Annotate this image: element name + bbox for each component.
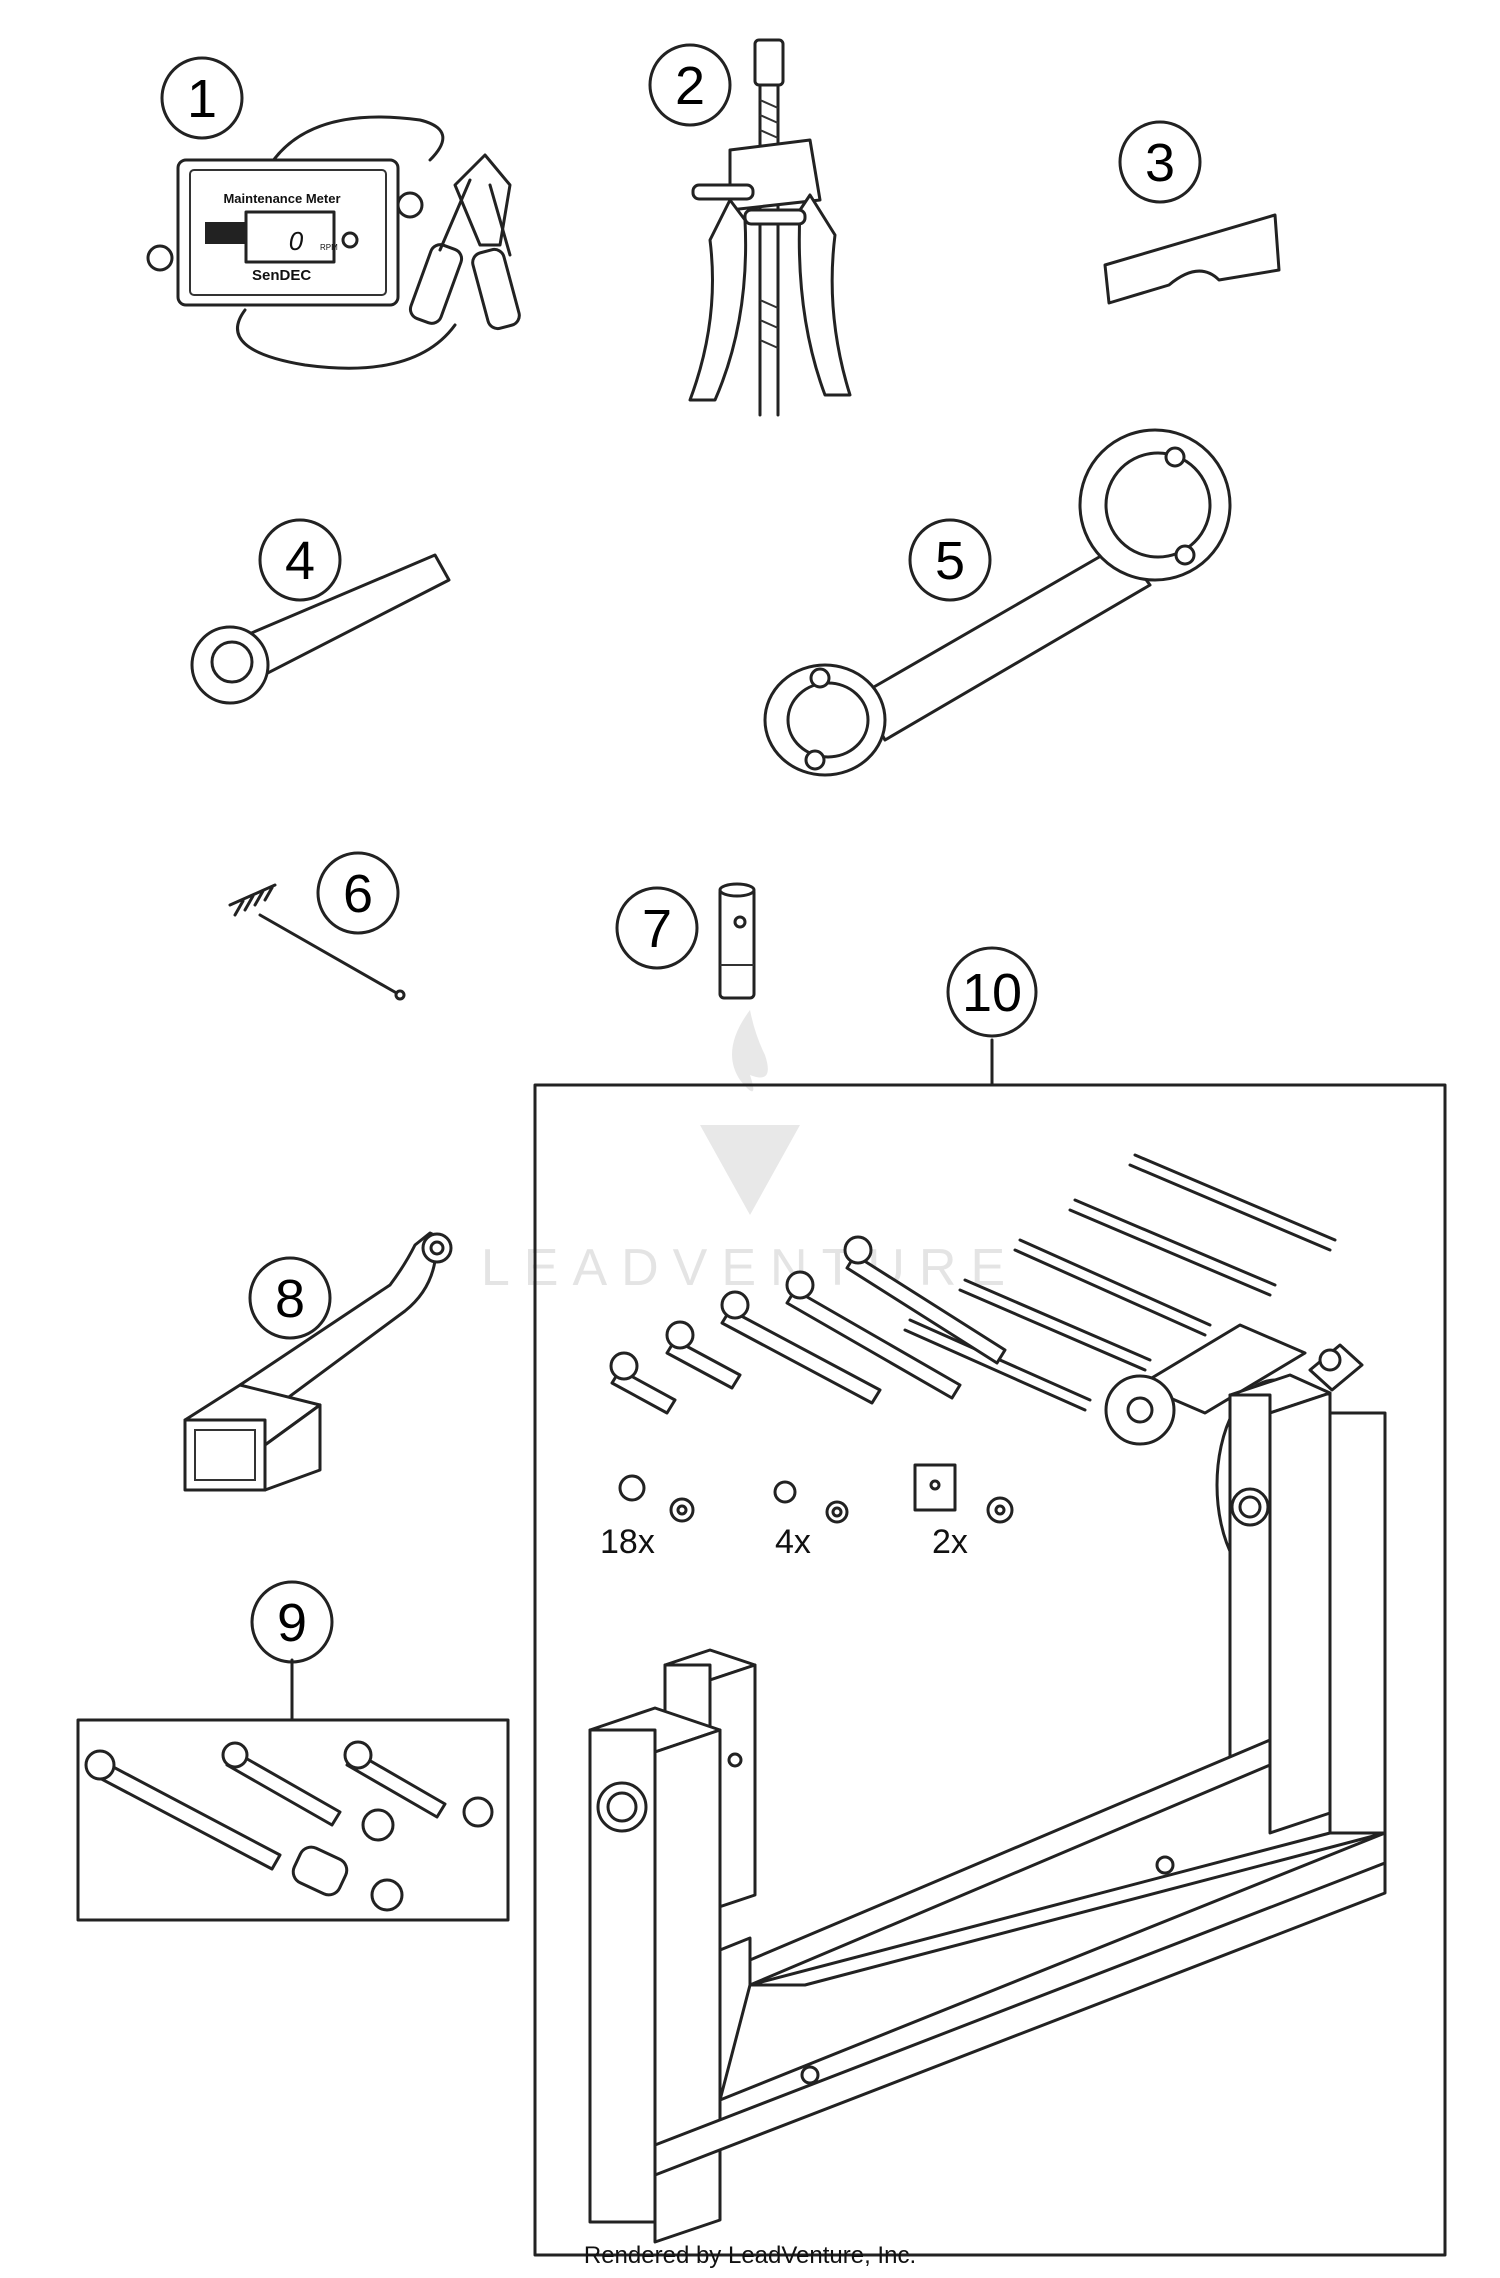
item-10-engine-stand: 18x 4x 2x <box>533 1038 1447 2257</box>
render-credit: Rendered by LeadVenture, Inc. <box>583 2242 917 2269</box>
quantity-label-18x: 18x <box>600 1523 655 1561</box>
item-4-pin-wrench <box>190 553 451 705</box>
item-9-bolt-kit <box>76 1658 510 1922</box>
item-5-double-pin-wrench <box>763 428 1232 777</box>
callout-9-number: 9 <box>277 1593 307 1653</box>
callout-2: 2 <box>648 43 732 127</box>
quantity-label-2x: 2x <box>932 1523 968 1561</box>
watermark: LEADVENTURE <box>481 1010 1019 1297</box>
meter-brand: SenDEC <box>252 267 311 284</box>
meter-unit: RPM <box>320 243 338 252</box>
callout-10: 10 <box>946 946 1038 1038</box>
callout-1-number: 1 <box>187 69 217 129</box>
item-1-maintenance-meter: Maintenance Meter 0 RPM SenDEC <box>146 115 521 370</box>
meter-reading: 0 <box>289 226 304 256</box>
item-3-feeler-plate <box>1103 213 1281 305</box>
callout-5-number: 5 <box>935 531 965 591</box>
bolts <box>609 1235 1007 1415</box>
quantity-label-4x: 4x <box>775 1523 811 1561</box>
meter-title: Maintenance Meter <box>223 191 340 206</box>
item-6-spring-hook <box>228 883 406 1001</box>
callout-2-number: 2 <box>675 56 705 116</box>
hardware-set-4x: 4x <box>773 1480 849 1561</box>
callout-4: 4 <box>258 518 342 602</box>
item-8-square-wrench <box>183 1231 453 1492</box>
callout-8: 8 <box>248 1256 332 1340</box>
callout-8-number: 8 <box>275 1269 305 1329</box>
callout-7-number: 7 <box>642 899 672 959</box>
callout-4-number: 4 <box>285 531 315 591</box>
stand-frame <box>588 1323 1387 2244</box>
item-2-puller <box>688 38 852 417</box>
hardware-set-2x: 2x <box>913 1463 1014 1561</box>
hardware-set-18x: 18x <box>600 1474 695 1561</box>
callout-1: 1 <box>160 56 244 140</box>
callout-3: 3 <box>1118 120 1202 204</box>
callout-7: 7 <box>615 886 699 970</box>
callout-3-number: 3 <box>1145 133 1175 193</box>
watermark-text: LEADVENTURE <box>481 1239 1019 1297</box>
item-7-sleeve <box>718 882 756 1000</box>
callout-6: 6 <box>316 851 400 935</box>
callout-9: 9 <box>250 1580 334 1664</box>
callout-10-number: 10 <box>962 963 1022 1023</box>
callout-5: 5 <box>908 518 992 602</box>
callout-6-number: 6 <box>343 864 373 924</box>
